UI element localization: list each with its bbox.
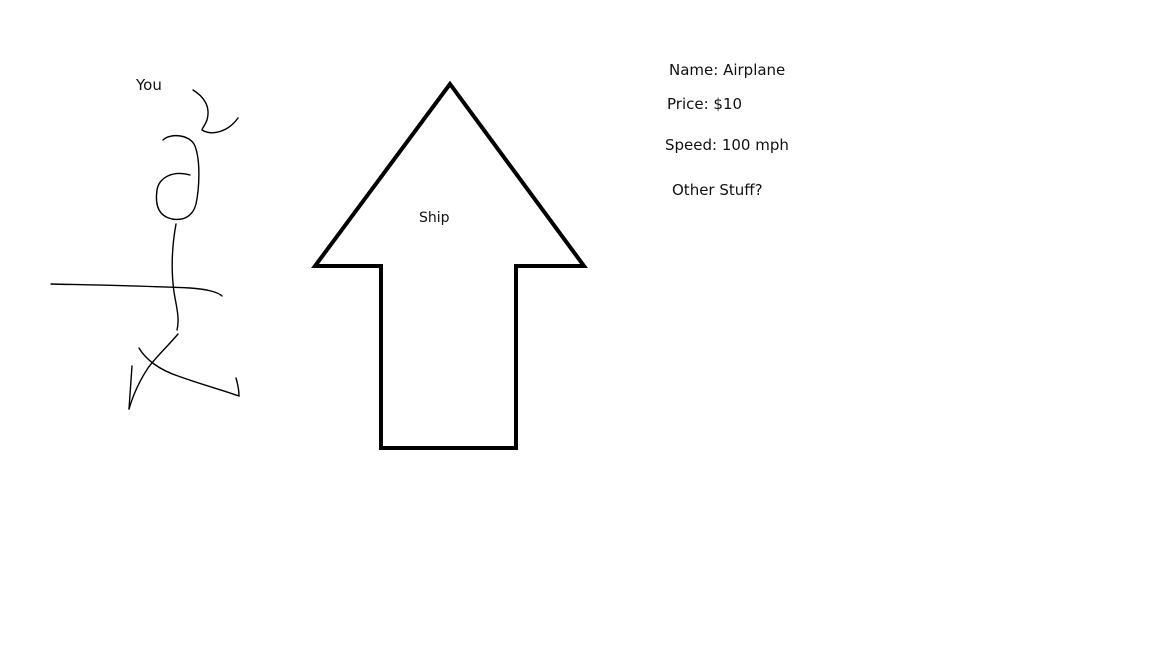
figure-body	[171, 223, 179, 331]
info-speed: Speed: 100 mph	[665, 136, 789, 154]
you-label: You	[136, 76, 162, 94]
figure-leg-right-tick	[235, 377, 240, 397]
figure-leg-right	[138, 347, 240, 397]
info-other: Other Stuff?	[672, 181, 763, 199]
figure-arms	[50, 283, 223, 297]
figure-head	[155, 134, 200, 221]
ship-label: Ship	[419, 210, 450, 226]
info-name: Name: Airplane	[669, 61, 786, 79]
info-price: Price: $10	[667, 95, 743, 113]
up-arrow-icon	[311, 80, 588, 450]
figure-hair-scribble	[192, 89, 239, 134]
stick-figure-icon	[50, 89, 240, 410]
figure-leg-left	[128, 333, 179, 410]
figure-leg-left-tick	[128, 365, 133, 410]
